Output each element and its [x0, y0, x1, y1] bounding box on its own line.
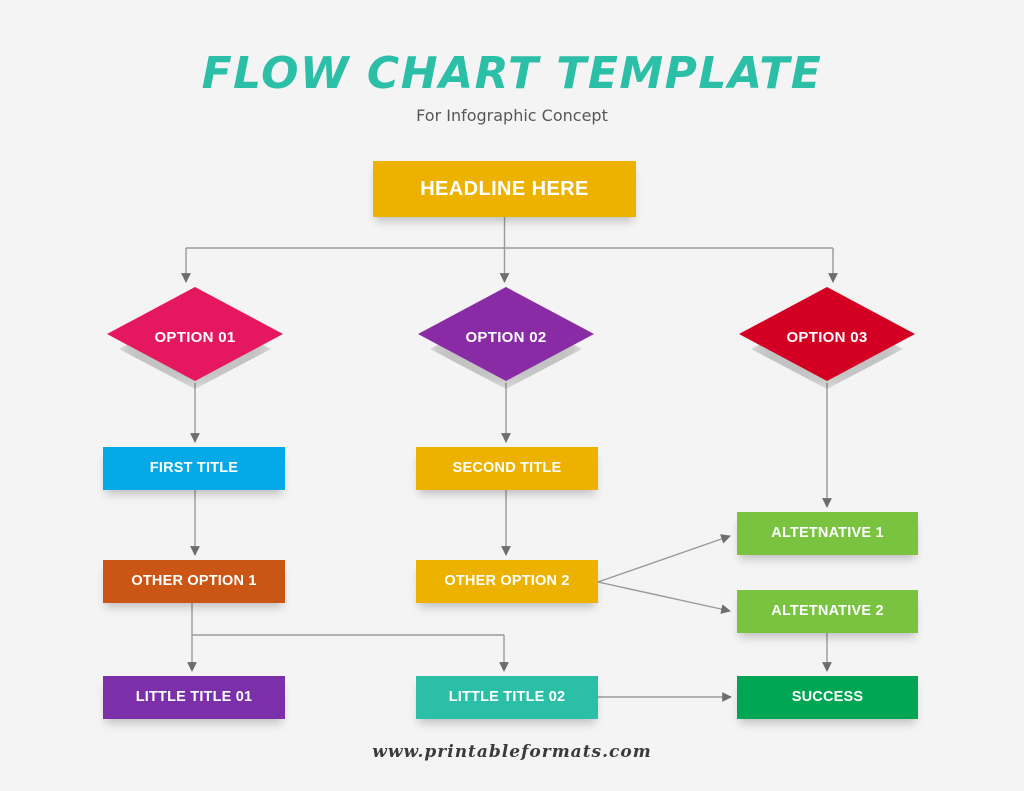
node-little-title-01-label: LITTLE TITLE 01: [135, 688, 253, 705]
node-headline[interactable]: HEADLINE HERE: [373, 161, 636, 217]
page-subtitle: For Infographic Concept: [416, 106, 608, 125]
node-other-option-1-label: OTHER OPTION 1: [131, 572, 257, 589]
node-other-option-2-label: OTHER OPTION 2: [444, 572, 570, 589]
node-little-title-02-label: LITTLE TITLE 02: [448, 688, 566, 705]
node-success[interactable]: SUCCESS: [737, 676, 918, 719]
footer-url: www.printableformats.com: [372, 742, 652, 762]
node-success-label: SUCCESS: [791, 688, 864, 705]
node-alternative-2[interactable]: ALTETNATIVE 2: [737, 590, 918, 633]
node-little-title-01[interactable]: LITTLE TITLE 01: [103, 676, 285, 719]
node-little-title-02[interactable]: LITTLE TITLE 02: [416, 676, 598, 719]
node-alternative-1[interactable]: ALTETNATIVE 1: [737, 512, 918, 555]
node-headline-label: HEADLINE HERE: [420, 178, 589, 200]
node-option-03[interactable]: OPTION 03: [739, 287, 915, 389]
node-first-title[interactable]: FIRST TITLE: [103, 447, 285, 490]
node-first-title-label: FIRST TITLE: [149, 459, 239, 476]
node-option-01[interactable]: OPTION 01: [107, 287, 283, 389]
node-other-option-2[interactable]: OTHER OPTION 2: [416, 560, 598, 603]
page-title: FLOW CHART TEMPLATE: [201, 48, 823, 99]
diamond-shape: OPTION 03: [739, 287, 915, 381]
node-option-01-label: OPTION 01: [154, 328, 236, 346]
node-other-option-1[interactable]: OTHER OPTION 1: [103, 560, 285, 603]
node-alternative-1-label: ALTETNATIVE 1: [771, 524, 884, 541]
node-option-02-label: OPTION 02: [465, 328, 547, 346]
node-option-03-label: OPTION 03: [786, 328, 868, 346]
node-second-title[interactable]: SECOND TITLE: [416, 447, 598, 490]
node-second-title-label: SECOND TITLE: [452, 459, 562, 476]
diamond-shape: OPTION 01: [107, 287, 283, 381]
node-alternative-2-label: ALTETNATIVE 2: [771, 602, 884, 619]
diamond-shape: OPTION 02: [418, 287, 594, 381]
node-option-02[interactable]: OPTION 02: [418, 287, 594, 389]
